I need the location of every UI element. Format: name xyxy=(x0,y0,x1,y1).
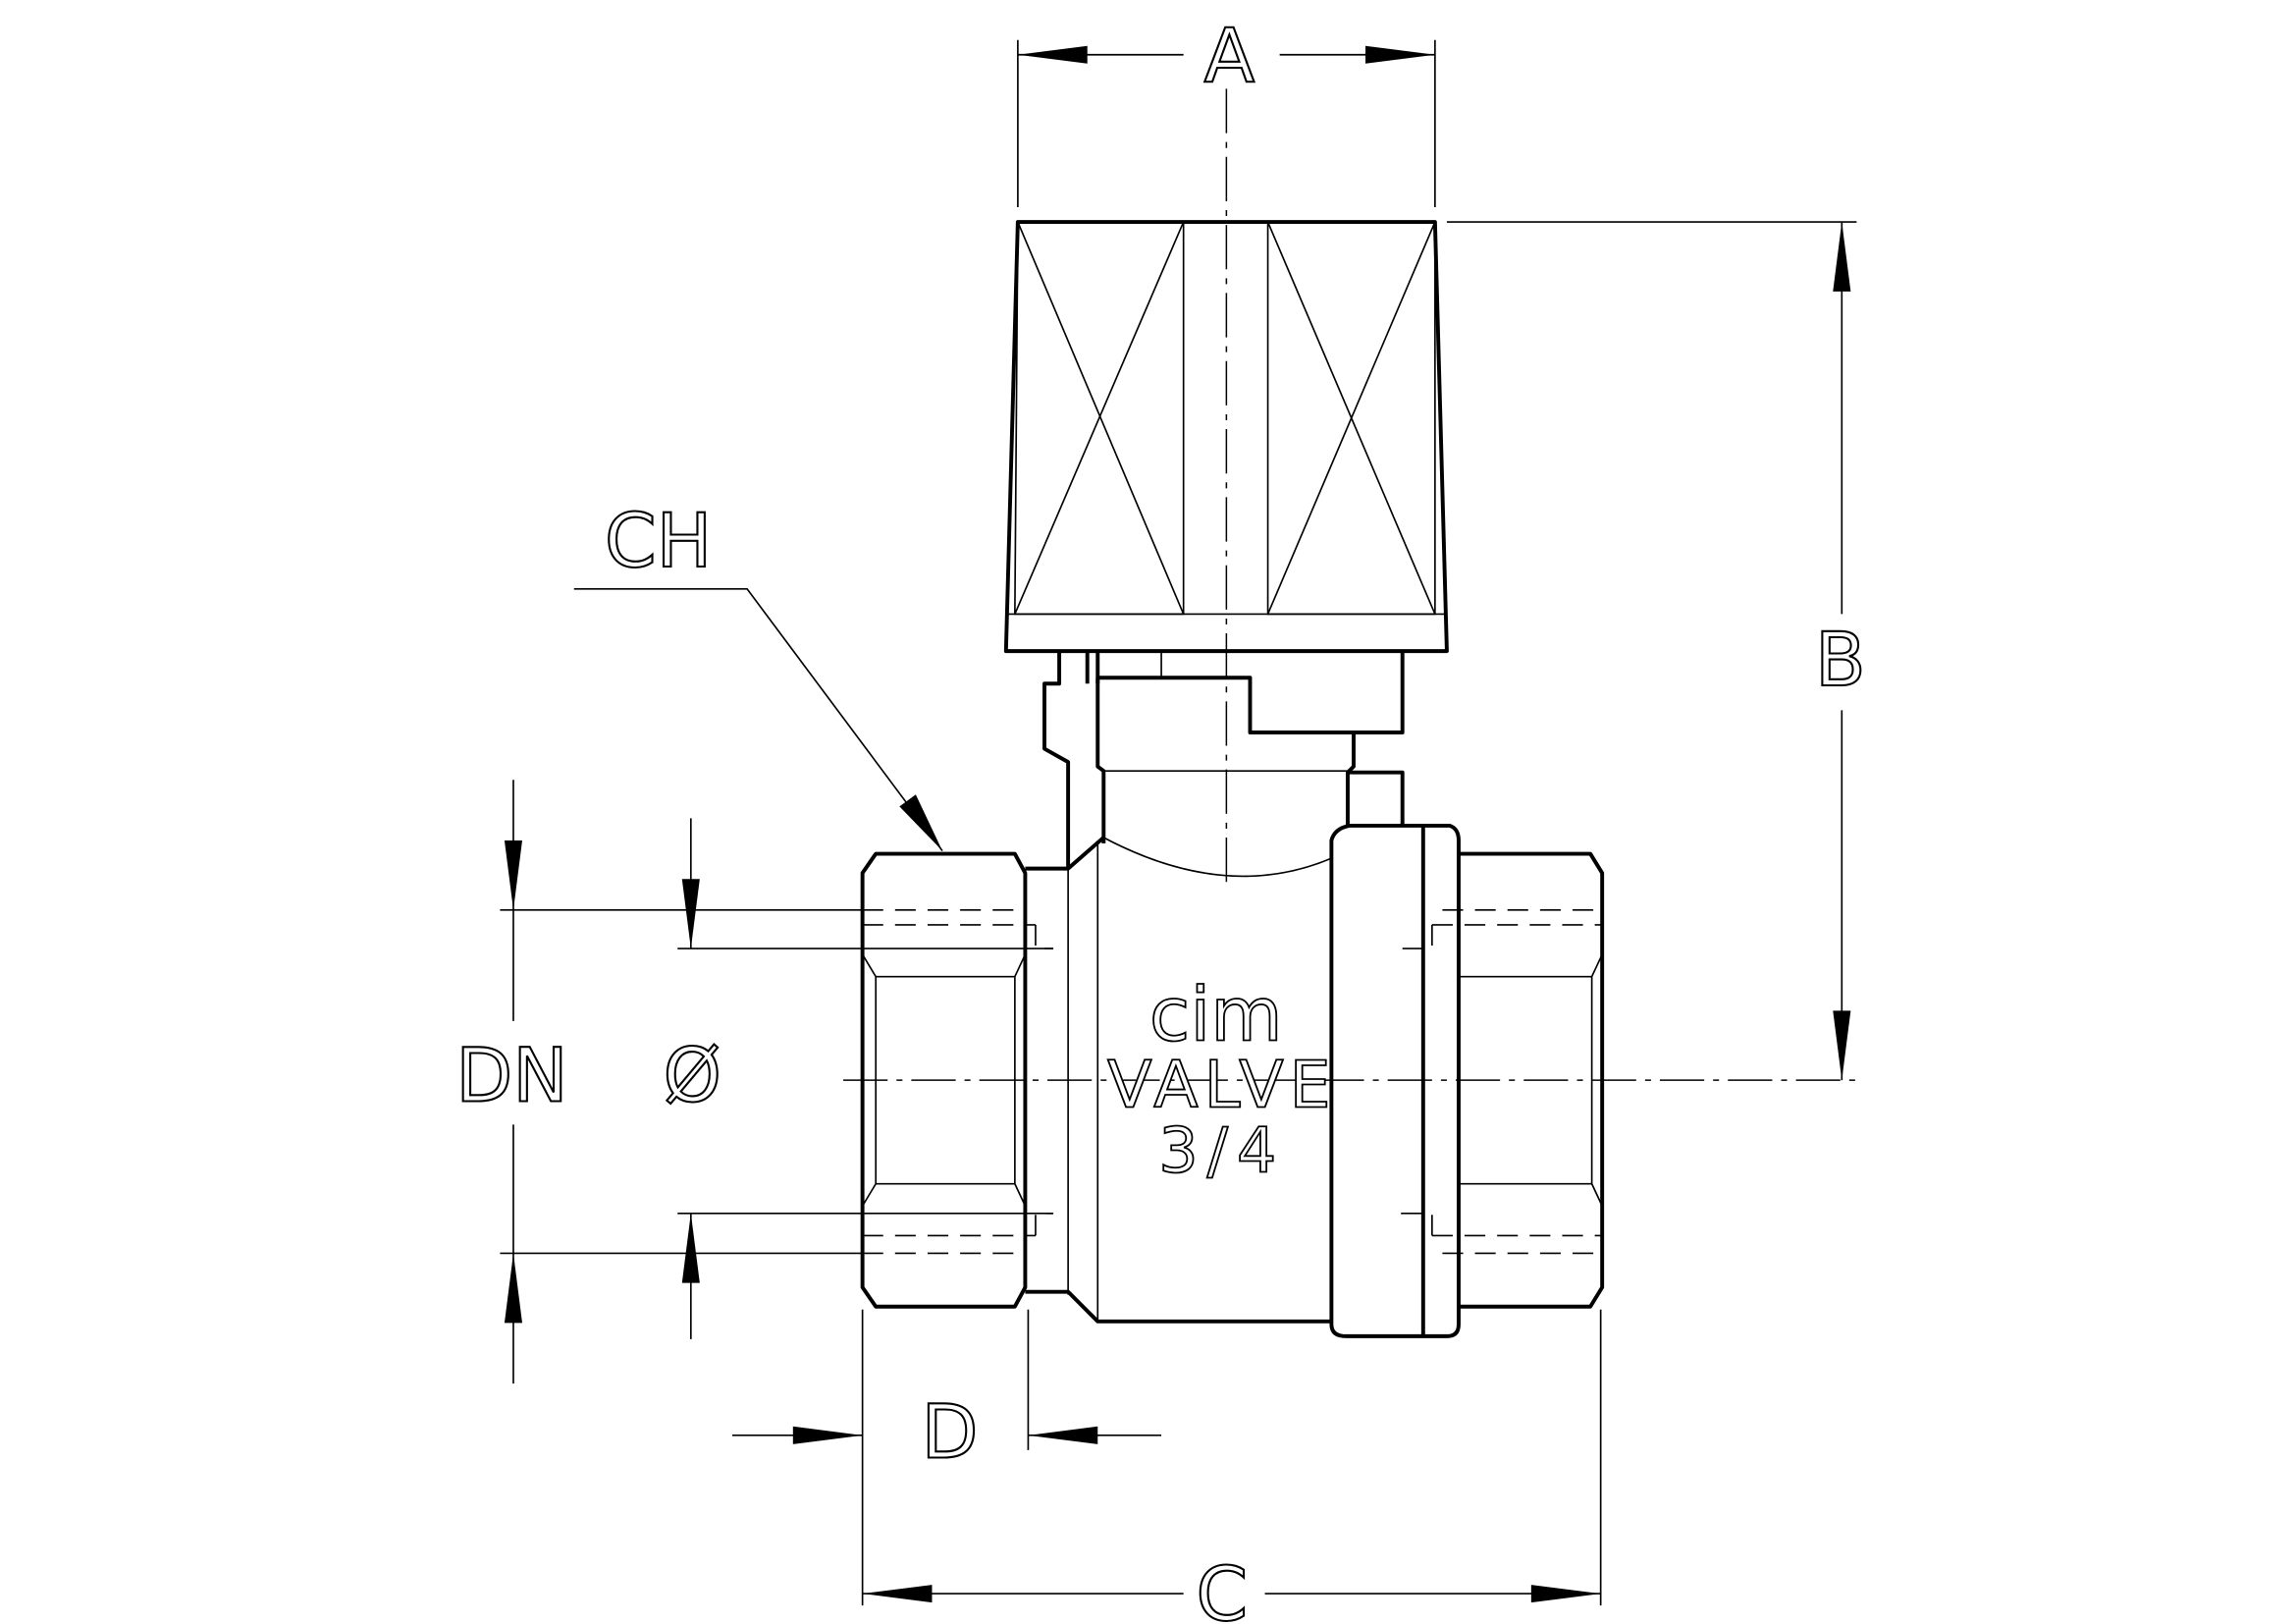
handle xyxy=(1003,220,1449,654)
valve-body xyxy=(1025,823,1461,1338)
left-nut xyxy=(860,851,1054,1309)
label-b: B xyxy=(1815,617,1866,703)
ch-leader xyxy=(573,587,943,852)
brand-marking: cim xyxy=(1149,971,1283,1057)
size-marking: 3/4 xyxy=(1158,1114,1285,1187)
dimension-dn xyxy=(500,780,863,1384)
right-nut xyxy=(1398,851,1605,1309)
dimension-c xyxy=(861,1309,1602,1606)
dimension-b xyxy=(1446,221,1857,1081)
valve-marking: VALVE xyxy=(1107,1046,1337,1122)
label-ch: CH xyxy=(605,498,712,584)
label-dn: DN xyxy=(455,1032,567,1118)
label-diameter: Ø xyxy=(664,1032,721,1118)
label-a: A xyxy=(1204,13,1255,99)
label-d: D xyxy=(922,1388,979,1475)
stem xyxy=(1042,651,1405,869)
dimension-a xyxy=(1017,39,1436,207)
label-c: C xyxy=(1197,1551,1249,1624)
dimension-d xyxy=(732,1309,1162,1450)
dimension-diameter xyxy=(677,818,1054,1339)
